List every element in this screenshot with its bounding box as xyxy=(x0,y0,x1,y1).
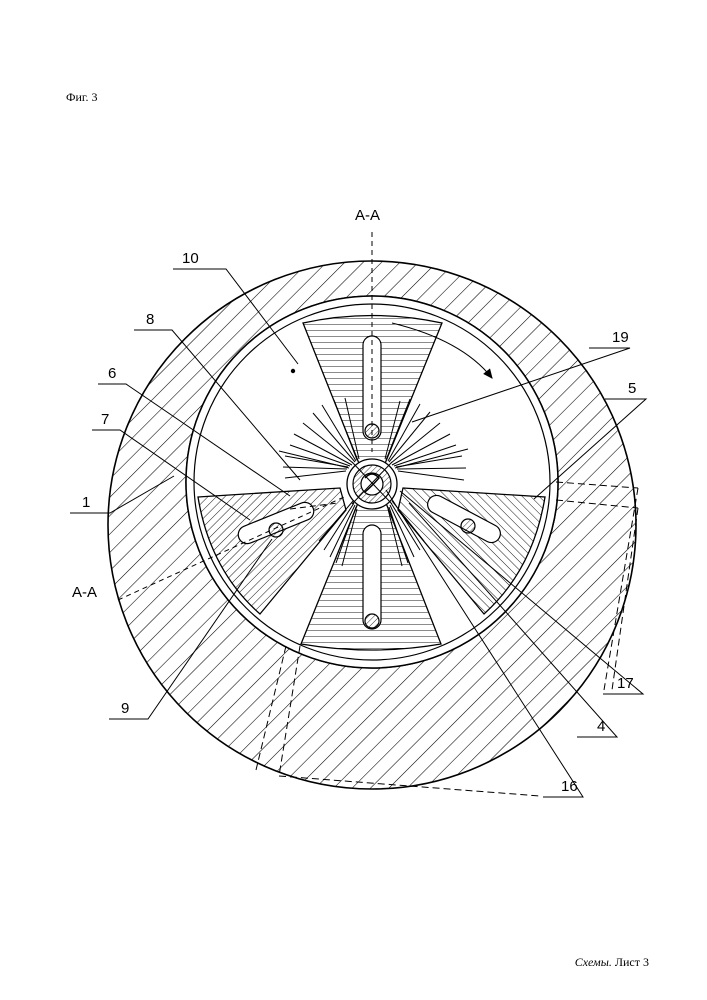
footer-sheet-number: Лист 3 xyxy=(612,955,649,969)
callout-16: 16 xyxy=(561,778,578,795)
callout-17: 17 xyxy=(617,675,634,692)
chamber-dot xyxy=(291,369,295,373)
callout-10: 10 xyxy=(182,250,199,267)
callout-7: 7 xyxy=(101,411,109,428)
section-label-left: А-А xyxy=(72,584,97,601)
callout-4: 4 xyxy=(597,718,605,735)
callout-6: 6 xyxy=(108,365,116,382)
callout-5: 5 xyxy=(628,380,636,397)
footer-schemes: Схемы. xyxy=(575,955,612,969)
callout-9: 9 xyxy=(121,700,129,717)
callout-19: 19 xyxy=(612,329,629,346)
section-label-top: А-А xyxy=(355,207,380,224)
sheet-footer: Схемы. Лист 3 xyxy=(575,955,649,970)
callout-8: 8 xyxy=(146,311,154,328)
callout-1: 1 xyxy=(82,494,90,511)
central-hub xyxy=(347,459,397,509)
